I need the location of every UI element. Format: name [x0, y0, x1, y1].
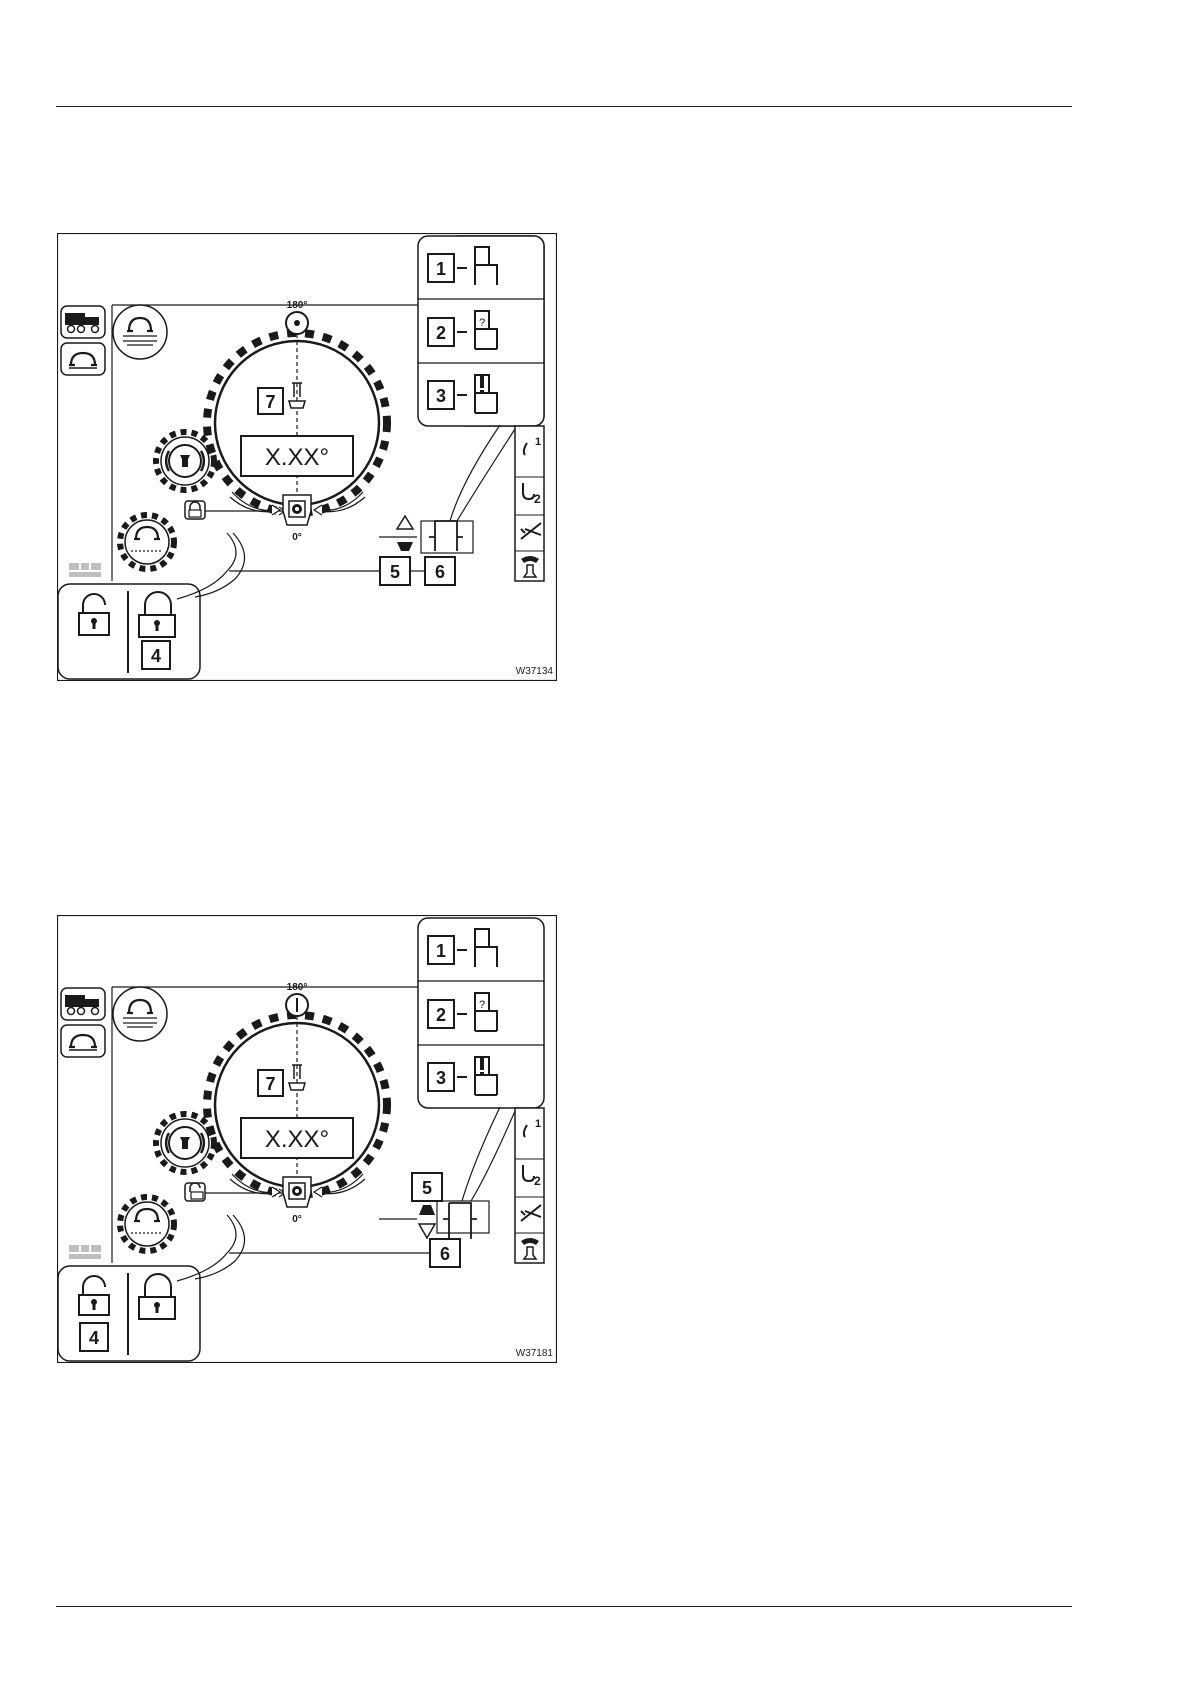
svg-text:6: 6: [440, 1244, 450, 1264]
menu-button-carrier[interactable]: [61, 988, 105, 1020]
dial-0-label: 0°: [292, 532, 302, 543]
slewing-brake-gear-icon: [156, 432, 214, 490]
figure-slewing-unlocked: 180° 0° 7 X.XX° 1 2 ? 3: [57, 915, 557, 1363]
dial-0-label: 0°: [292, 1214, 302, 1225]
callout-5: 5: [380, 557, 410, 585]
lock-status-icon: [185, 501, 205, 519]
callout-4: 4: [142, 641, 170, 669]
svg-text:5: 5: [422, 1178, 432, 1198]
question-icon: ?: [479, 317, 485, 329]
svg-text:7: 7: [265, 1074, 275, 1094]
callout-6: 6: [425, 557, 455, 585]
display-screen-1: 180° 0° 7 X.XX° 1 2 ? 3: [57, 233, 557, 681]
svg-text:7: 7: [265, 392, 275, 412]
footer-rule: [56, 1606, 1072, 1607]
warning-icon: [480, 376, 484, 388]
dial-180-label: 180°: [287, 982, 308, 993]
menu-button-slewing[interactable]: [61, 1025, 105, 1057]
warning-icon: [480, 1058, 484, 1070]
svg-text:3: 3: [436, 386, 446, 406]
callout-4: 4: [80, 1323, 108, 1351]
menu-button-slewing[interactable]: [61, 343, 105, 375]
svg-text:1: 1: [535, 436, 541, 448]
grey-status-icon: [69, 563, 101, 577]
svg-text:2: 2: [534, 1174, 541, 1188]
callout-5: 5: [412, 1173, 442, 1201]
figure-slewing-locked: 180° 0° 7 X.XX° 1 2 ? 3: [57, 233, 557, 681]
menu-button-carrier[interactable]: [61, 306, 105, 338]
svg-text:1: 1: [535, 1118, 541, 1130]
angle-readout: X.XX°: [265, 444, 329, 471]
grey-status-icon: [69, 1245, 101, 1259]
callout-7: 7: [258, 388, 283, 414]
svg-text:3: 3: [436, 1068, 446, 1088]
svg-text:2: 2: [534, 492, 541, 506]
unlock-status-icon: [185, 1183, 205, 1201]
callout-6: 6: [430, 1239, 460, 1267]
dial-180-label: 180°: [287, 300, 308, 311]
svg-text:1: 1: [436, 941, 446, 961]
svg-text:2: 2: [436, 1005, 446, 1025]
slewing-mode-icon: [113, 305, 167, 359]
question-icon: ?: [479, 999, 485, 1011]
figure-id: W37181: [516, 1348, 554, 1359]
svg-text:2: 2: [436, 323, 446, 343]
slewing-mode-icon: [113, 987, 167, 1041]
svg-text:6: 6: [435, 562, 445, 582]
svg-text:5: 5: [390, 562, 400, 582]
svg-text:1: 1: [436, 259, 446, 279]
display-screen-2: 180° 0° 7 X.XX° 1 2 ? 3: [57, 915, 557, 1363]
header-rule: [56, 106, 1072, 107]
slewing-brake-gear-icon: [156, 1114, 214, 1172]
figure-id: W37134: [516, 666, 554, 677]
svg-text:4: 4: [151, 646, 161, 666]
svg-text:4: 4: [89, 1328, 99, 1348]
callout-7: 7: [258, 1070, 283, 1096]
angle-readout: X.XX°: [265, 1126, 329, 1153]
